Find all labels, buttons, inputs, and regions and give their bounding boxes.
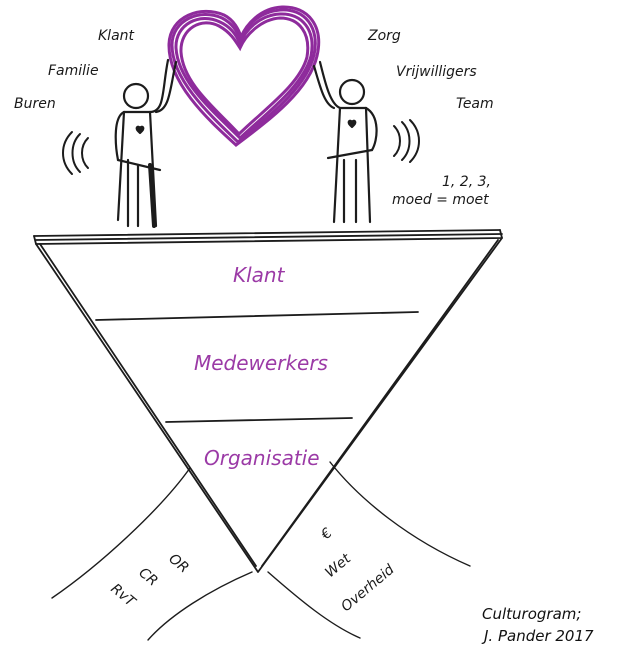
- credit-line-2: J. Pander 2017: [481, 627, 594, 645]
- label-familie: Familie: [48, 63, 99, 79]
- label-zorg: Zorg: [367, 28, 401, 44]
- label-cr: CR: [135, 565, 160, 590]
- layer-label-klant: Klant: [233, 263, 286, 287]
- base-roads: [51, 461, 471, 641]
- right-sound-waves-icon: [393, 119, 420, 163]
- layer-label-medewerkers: Medewerkers: [194, 351, 328, 375]
- left-person-figure: [114, 58, 178, 228]
- label-klant: Klant: [98, 28, 135, 44]
- label-vrijwilligers: Vrijwilligers: [396, 64, 477, 80]
- label-overheid: Overheid: [338, 562, 397, 615]
- label-or: OR: [165, 551, 191, 577]
- motto-line-1: 1, 2, 3,: [442, 174, 491, 190]
- credit-line-1: Culturogram;: [482, 605, 581, 623]
- label-euro: €: [318, 525, 336, 544]
- right-person-figure: [312, 60, 378, 224]
- label-wet: Wet: [322, 551, 354, 582]
- motto-line-2: moed = moet: [392, 192, 489, 208]
- left-sound-waves-icon: [62, 131, 89, 175]
- funnel-shape: [33, 229, 503, 573]
- label-rvt: RvT: [107, 581, 139, 611]
- layer-label-organisatie: Organisatie: [204, 446, 320, 470]
- label-team: Team: [456, 96, 494, 112]
- label-buren: Buren: [14, 96, 56, 112]
- heart-icon: [167, 5, 321, 147]
